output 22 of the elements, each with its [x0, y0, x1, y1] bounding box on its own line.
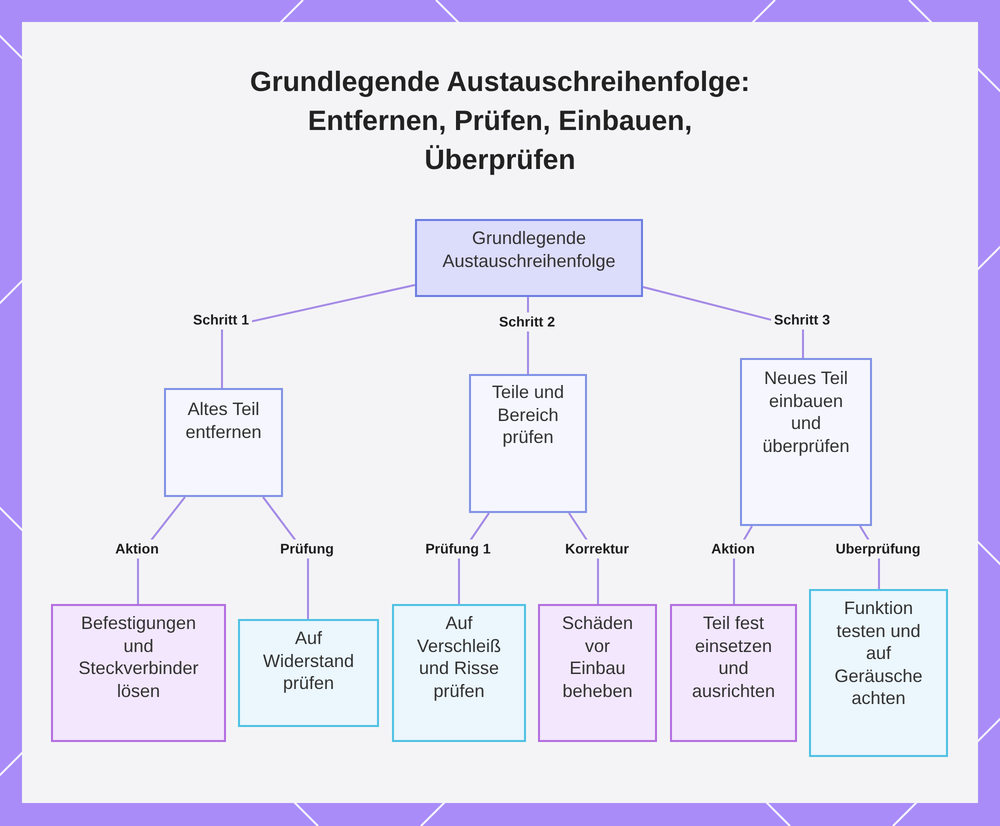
process-box [238, 619, 379, 727]
connector-line [221, 284, 416, 388]
node-label: Teil fest einsetzen und ausrichten [690, 612, 776, 702]
node-label: Grundlegende Austauschreihenfolge [441, 227, 617, 272]
node-label: Auf Widerstand prüfen [262, 627, 356, 694]
process-box [740, 358, 872, 526]
node-label: Befestigungen und Steckverbinder lösen [77, 612, 200, 702]
node-label: Schäden vor Einbau beheben [560, 612, 634, 702]
process-box [469, 374, 587, 513]
process-box [809, 589, 948, 757]
process-box [164, 388, 283, 497]
node-label: Teile und Bereich prüfen [490, 381, 566, 448]
node-label: Altes Teil entfernen [184, 398, 263, 443]
node-label: Neues Teil einbauen und überprüfen [761, 367, 851, 457]
process-box [670, 604, 797, 742]
process-box [392, 604, 526, 742]
diagram-title: Grundlegende Austauschreihenfolge: Entfernen, Prüfen, Einbauen, Überprüfen [250, 66, 750, 175]
node-label: Auf Verschleiß und Risse prüfen [416, 612, 502, 702]
process-box [538, 604, 657, 742]
process-box [51, 604, 226, 742]
node-label: Funktion testen und auf Geräusche achten [833, 597, 924, 710]
process-box [415, 219, 643, 297]
